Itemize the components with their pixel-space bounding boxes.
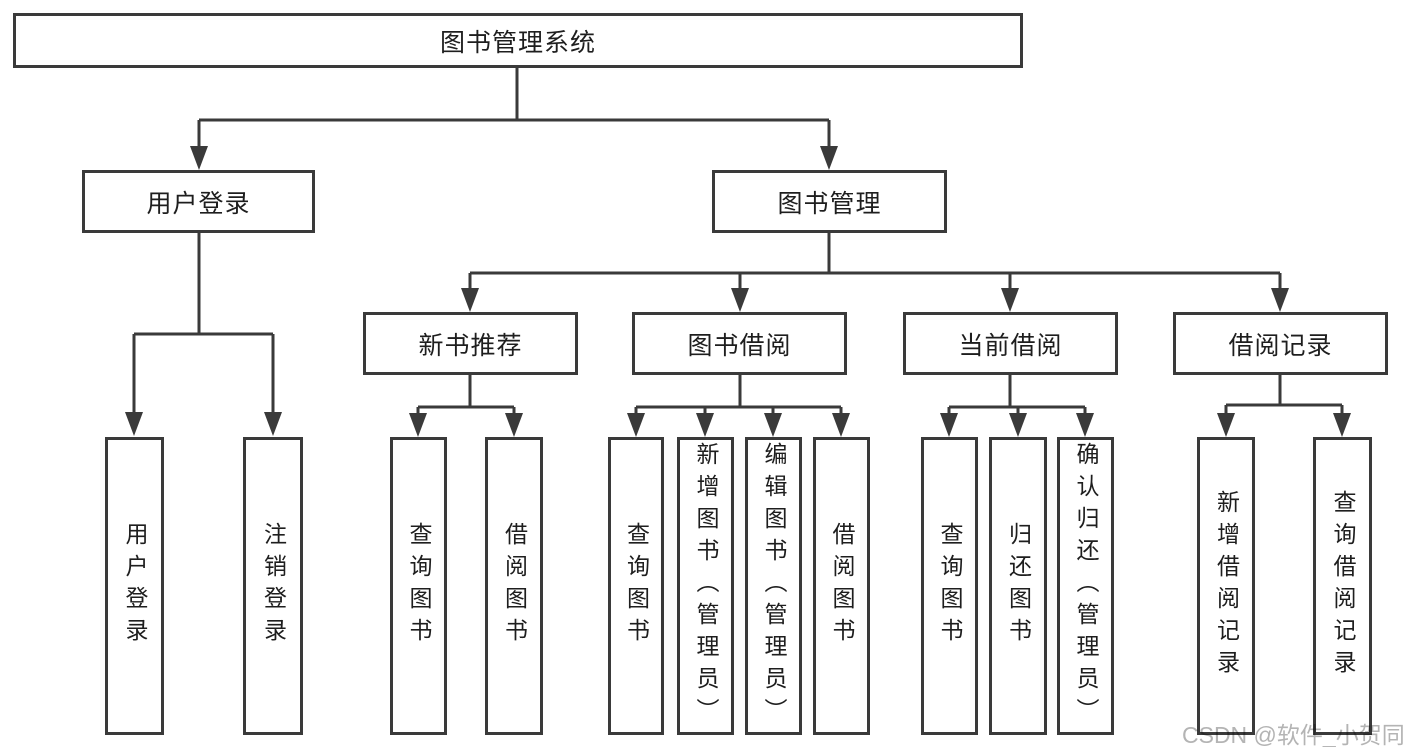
arrow-down-icon bbox=[409, 413, 427, 437]
arrow-down-icon bbox=[627, 413, 645, 437]
leaf-label: 查询图书 bbox=[406, 522, 432, 650]
leaf-logout: 注销登录 bbox=[243, 437, 303, 735]
edge-book-mgmt-split bbox=[468, 233, 1282, 308]
arrow-down-icon bbox=[832, 413, 850, 437]
leaf-user-login: 用户登录 bbox=[105, 437, 164, 735]
arrow-down-icon bbox=[461, 288, 479, 312]
leaf-label: 确认归还（管理员） bbox=[1073, 442, 1099, 730]
node-current-borrow: 当前借阅 bbox=[903, 312, 1118, 375]
arrow-down-icon bbox=[1217, 413, 1235, 437]
arrow-down-icon bbox=[820, 146, 838, 170]
arrow-down-icon bbox=[125, 412, 143, 436]
node-root: 图书管理系统 bbox=[13, 13, 1023, 68]
node-book-mgmt: 图书管理 bbox=[712, 170, 947, 233]
leaf-label: 借阅图书 bbox=[501, 522, 528, 650]
leaf-borrow-add-admin: 新增图书（管理员） bbox=[677, 437, 734, 735]
connector-lines bbox=[132, 68, 1344, 433]
leaf-current-query: 查询图书 bbox=[921, 437, 978, 735]
node-book-borrow: 图书借阅 bbox=[632, 312, 847, 375]
arrow-down-icon bbox=[1001, 288, 1019, 312]
leaf-borrow-book: 借阅图书 bbox=[813, 437, 870, 735]
leaf-record-query: 查询借阅记录 bbox=[1313, 437, 1372, 735]
leaf-label: 用户登录 bbox=[122, 522, 148, 650]
leaf-label: 新增图书（管理员） bbox=[693, 442, 719, 730]
edge-root-split bbox=[197, 68, 831, 166]
leaf-record-add: 新增借阅记录 bbox=[1197, 437, 1255, 735]
csdn-watermark: CSDN @软件_小贺同学 bbox=[1182, 722, 1405, 747]
arrow-down-icon bbox=[940, 413, 958, 437]
leaf-label: 编辑图书（管理员） bbox=[761, 442, 787, 730]
arrow-down-icon bbox=[505, 413, 523, 437]
node-user-login: 用户登录 bbox=[82, 170, 315, 233]
edge-book-borrow-split bbox=[634, 375, 843, 433]
leaf-borrow-query: 查询图书 bbox=[608, 437, 664, 735]
node-new-book-rec: 新书推荐 bbox=[363, 312, 578, 375]
arrowheads bbox=[125, 146, 1351, 437]
leaf-label: 注销登录 bbox=[260, 522, 287, 650]
arrow-down-icon bbox=[190, 146, 208, 170]
node-borrow-record: 借阅记录 bbox=[1173, 312, 1388, 375]
arrow-down-icon bbox=[1271, 288, 1289, 312]
leaf-label: 借阅图书 bbox=[829, 522, 855, 650]
edge-user-login-split bbox=[132, 232, 275, 432]
edge-borrow-record-split bbox=[1224, 375, 1344, 433]
leaf-current-return: 归还图书 bbox=[989, 437, 1047, 735]
arrow-down-icon bbox=[696, 413, 714, 437]
arrow-down-icon bbox=[1076, 413, 1094, 437]
arrow-down-icon bbox=[1009, 413, 1027, 437]
leaf-label: 新增借阅记录 bbox=[1213, 490, 1240, 682]
arrow-down-icon bbox=[764, 413, 782, 437]
leaf-current-confirm-admin: 确认归还（管理员） bbox=[1057, 437, 1114, 735]
arrow-down-icon bbox=[731, 288, 749, 312]
arrow-down-icon bbox=[264, 412, 282, 436]
leaf-label: 归还图书 bbox=[1005, 522, 1032, 650]
leaf-borrow-edit-admin: 编辑图书（管理员） bbox=[745, 437, 802, 735]
arrow-down-icon bbox=[1333, 413, 1351, 437]
edge-new-book-split bbox=[416, 375, 516, 433]
leaf-newbook-query: 查询图书 bbox=[390, 437, 447, 735]
leaf-newbook-borrow: 借阅图书 bbox=[485, 437, 543, 735]
leaf-label: 查询图书 bbox=[623, 522, 650, 650]
leaf-label: 查询图书 bbox=[937, 522, 963, 650]
leaf-label: 查询借阅记录 bbox=[1330, 490, 1356, 682]
